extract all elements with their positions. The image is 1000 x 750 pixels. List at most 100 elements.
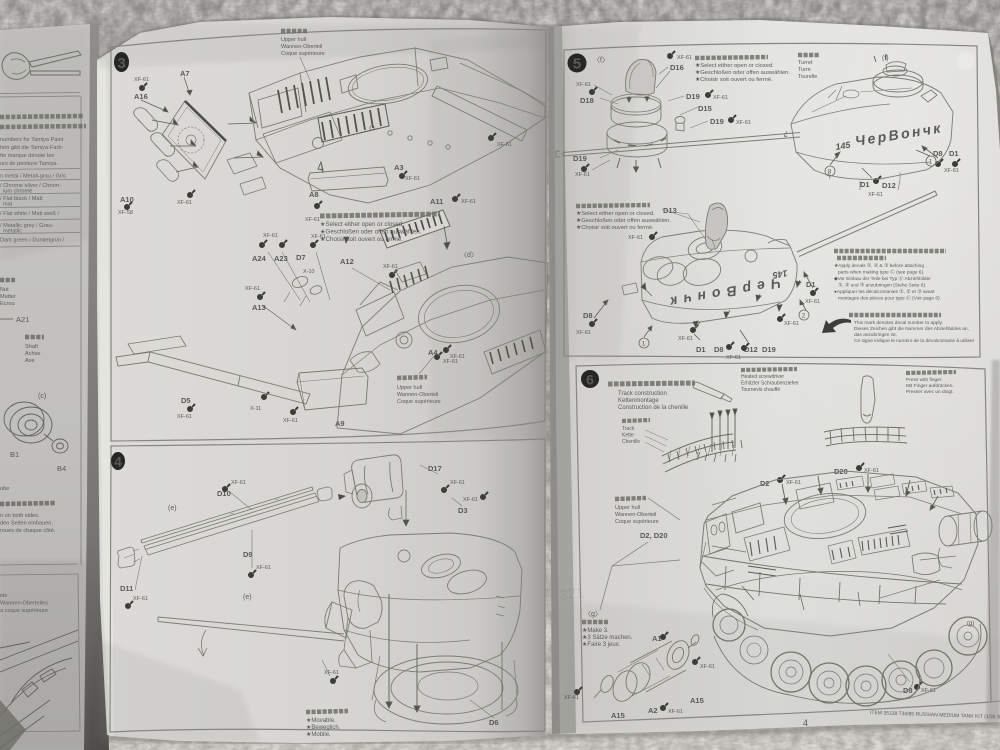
svg-text:6: 6 [586, 372, 594, 388]
svg-text:★Choisir soit ouvert ou fermé.: ★Choisir soit ouvert ou fermé. [320, 236, 403, 243]
svg-text:4: 4 [114, 454, 122, 470]
svg-text:D16: D16 [670, 63, 684, 72]
svg-text:D6: D6 [489, 718, 499, 727]
svg-text:Upper hull: Upper hull [615, 505, 640, 511]
svg-text:D1: D1 [696, 345, 706, 354]
svg-text:A15: A15 [690, 696, 704, 705]
svg-text:den Seiten einbauen.: den Seiten einbauen. [0, 521, 53, 527]
svg-text:Wannen-Oberteil: Wannen-Oberteil [397, 392, 438, 398]
svg-text:4: 4 [803, 718, 808, 728]
svg-text:XF-61: XF-61 [564, 695, 579, 701]
svg-text:D13: D13 [663, 206, 677, 215]
svg-text:★Geschloßen oder offen auswähl: ★Geschloßen oder offen auswählen. [320, 229, 422, 236]
svg-text:XF-61: XF-61 [305, 217, 320, 223]
svg-text:145: 145 [835, 140, 852, 152]
svg-text:montages des pièces pour type: montages des pièces pour type Ⓒ (Voir pa… [838, 295, 941, 302]
svg-text:〈d〉: 〈d〉 [460, 251, 478, 259]
svg-text:XF-61: XF-61 [450, 354, 465, 360]
svg-text:XF-61: XF-61 [461, 199, 476, 205]
svg-text:◆Vor Einbau der Teile bei Typ: ◆Vor Einbau der Teile bei Typ Ⓒ Abziehbi… [834, 275, 931, 282]
svg-text:XF-58: XF-58 [118, 210, 133, 216]
svg-text:3: 3 [828, 169, 832, 176]
svg-text:XF-61: XF-61 [628, 235, 643, 241]
svg-text:(g): (g) [967, 621, 974, 627]
svg-text:D7: D7 [296, 253, 306, 262]
svg-text:XF-61: XF-61 [786, 480, 801, 486]
svg-text:Wannen-Oberteil: Wannen-Oberteil [615, 512, 656, 518]
svg-text:2: 2 [802, 313, 806, 320]
svg-text:B4: B4 [57, 464, 66, 473]
svg-text:n on both sides.: n on both sides. [0, 513, 40, 519]
svg-text:A21: A21 [16, 315, 29, 324]
svg-text:Achse: Achse [25, 351, 41, 357]
svg-text:(e): (e) [243, 594, 252, 601]
svg-text:roues de chaque côté.: roues de chaque côté. [0, 528, 56, 534]
svg-text:D8: D8 [933, 149, 943, 158]
svg-text:XF-61: XF-61 [311, 234, 326, 240]
svg-text:XF-61: XF-61 [450, 480, 465, 486]
svg-text:Erhitzter Schraubenzieher: Erhitzter Schraubenzieher [741, 381, 799, 387]
svg-text:Track: Track [622, 426, 635, 432]
svg-text:Upper hull: Upper hull [397, 385, 422, 391]
svg-text:XF-61: XF-61 [575, 172, 590, 178]
svg-text:XF-61: XF-61 [700, 664, 715, 670]
svg-text:XF-61: XF-61 [245, 286, 260, 292]
svg-text:D5: D5 [181, 396, 191, 405]
svg-text:D19: D19 [710, 117, 724, 126]
svg-text:Shaft: Shaft [25, 344, 39, 350]
svg-text:XF-61: XF-61 [921, 688, 936, 694]
svg-text:D3: D3 [458, 506, 468, 515]
svg-text:Mutter: Mutter [0, 294, 16, 300]
svg-text:XF-61: XF-61 [868, 192, 883, 198]
svg-text:D19: D19 [686, 92, 700, 101]
svg-text:Coque supérieure: Coque supérieure [615, 519, 659, 525]
svg-text:Mit Finger aufdrücken.: Mit Finger aufdrücken. [906, 383, 954, 389]
svg-text:XF-61: XF-61 [134, 77, 149, 83]
svg-text:D19: D19 [573, 154, 587, 163]
svg-text:XF-61: XF-61 [177, 200, 192, 206]
svg-text:D2, D20: D2, D20 [640, 531, 668, 540]
svg-text:Kette: Kette [622, 433, 634, 439]
svg-text:Kettenmontage: Kettenmontage [618, 398, 659, 404]
svg-text:A3: A3 [394, 163, 404, 172]
svg-text:XF-61: XF-61 [784, 321, 799, 327]
svg-text:321: 321 [559, 584, 586, 604]
svg-text:D18: D18 [580, 96, 594, 105]
svg-text:XF-61: XF-61 [805, 299, 820, 305]
svg-text:Ecrou: Ecrou [0, 301, 15, 307]
svg-text:Presser avec un doigt.: Presser avec un doigt. [906, 389, 954, 395]
svg-text:(f): (f) [882, 55, 889, 62]
svg-text:★Movable.: ★Movable. [306, 717, 336, 724]
svg-text:XF-61: XF-61 [864, 468, 879, 474]
svg-text:das anzubringen ist.: das anzubringen ist. [854, 332, 897, 338]
svg-text:D1: D1 [860, 180, 870, 189]
svg-text:D8: D8 [903, 686, 913, 695]
svg-text:5: 5 [573, 56, 581, 73]
svg-text:B1: B1 [10, 450, 19, 459]
svg-text:A13: A13 [252, 303, 266, 312]
svg-text:parts when making type Ⓒ (see: parts when making type Ⓒ (see page 6). [838, 269, 924, 276]
svg-text:★Mobile.: ★Mobile. [306, 731, 331, 738]
svg-text:Axe: Axe [25, 358, 35, 364]
svg-text:①, ② und ③ anzubringen (Siehe: ①, ② und ③ anzubringen (Siehe Seite 6). [838, 283, 926, 289]
svg-text:XF-61: XF-61 [256, 565, 271, 571]
svg-text:XF-61: XF-61 [576, 82, 591, 88]
svg-text:Heated screwdriver: Heated screwdriver [741, 374, 784, 380]
svg-text:★Make 3.: ★Make 3. [582, 627, 609, 634]
svg-text:(e): (e) [168, 505, 177, 512]
svg-text:ube: ube [0, 486, 9, 492]
svg-text:XF-61: XF-61 [726, 355, 741, 361]
svg-text:X-11: X-11 [250, 406, 261, 412]
svg-text:D9: D9 [243, 550, 253, 559]
svg-text:XF-61: XF-61 [283, 418, 298, 424]
svg-text:1: 1 [642, 341, 646, 348]
svg-text:D12: D12 [744, 345, 758, 354]
svg-text:XF-61: XF-61 [177, 414, 192, 420]
svg-text:XF-61: XF-61 [443, 359, 458, 365]
svg-text:(c): (c) [38, 393, 46, 400]
svg-text:〈f〉: 〈f〉 [593, 56, 609, 64]
svg-text:A4: A4 [428, 348, 438, 357]
svg-text:Upper hull: Upper hull [281, 37, 306, 43]
svg-text:Construction de la chenille: Construction de la chenille [618, 405, 689, 411]
svg-text:●Appliquer les décalcomanies ①: ●Appliquer les décalcomanies ①, ② et ③ a… [834, 289, 935, 295]
